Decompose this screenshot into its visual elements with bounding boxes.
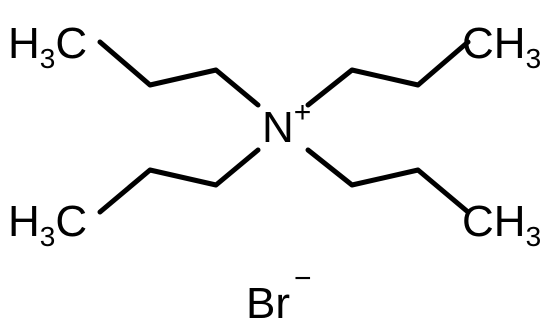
group-top-left: H3C [8, 19, 87, 74]
bonds [97, 39, 471, 215]
bond-chain-bottom-left [97, 147, 261, 215]
nitrogen-atom: N+ [262, 96, 311, 152]
bond-chain-top-left [97, 39, 261, 108]
bromide-ion: Br− [246, 262, 312, 328]
group-bottom-left: H3C [8, 197, 87, 252]
bond-chain-bottom-right [305, 147, 471, 215]
group-top-right: CH3 [462, 19, 541, 74]
group-bottom-right: CH3 [462, 197, 541, 252]
bond-chain-top-right [305, 39, 471, 108]
